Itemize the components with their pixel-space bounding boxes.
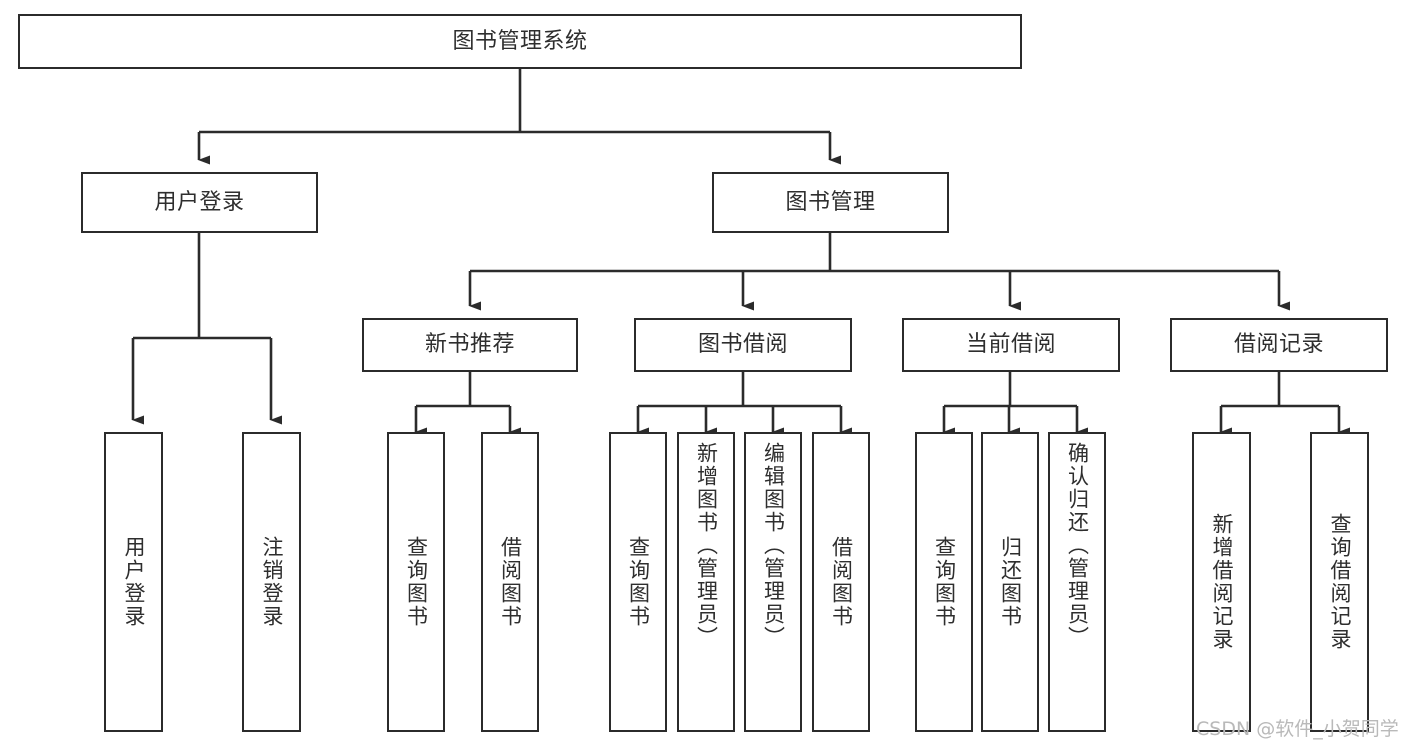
leaf-borrow-record-query[interactable]: 查询借阅记录 xyxy=(1310,432,1369,732)
leaf-book-borrow-query[interactable]: 查询图书 xyxy=(609,432,667,732)
node-label: 归还图书 xyxy=(998,536,1023,628)
node-label: 借阅记录 xyxy=(1233,332,1324,358)
leaf-user-login-signin[interactable]: 用户登录 xyxy=(104,432,163,732)
leaf-borrow-record-add[interactable]: 新增借阅记录 xyxy=(1192,432,1251,732)
node-label: 图书管理系统 xyxy=(452,28,588,54)
node-label: 新增图书（管理员） xyxy=(694,442,719,649)
node-label: 编辑图书（管理员） xyxy=(761,442,786,649)
node-label: 用户登录 xyxy=(154,189,245,215)
node-book-management[interactable]: 图书管理 xyxy=(712,172,949,233)
node-label: 用户登录 xyxy=(121,536,146,628)
node-label: 借阅图书 xyxy=(498,536,523,628)
leaf-new-book-borrow[interactable]: 借阅图书 xyxy=(481,432,539,732)
node-label: 查询图书 xyxy=(932,536,957,628)
leaf-new-book-query[interactable]: 查询图书 xyxy=(387,432,445,732)
node-current-borrow[interactable]: 当前借阅 xyxy=(902,318,1120,372)
leaf-current-borrow-return[interactable]: 归还图书 xyxy=(981,432,1039,732)
node-new-book-recommend[interactable]: 新书推荐 xyxy=(362,318,578,372)
node-label: 新增借阅记录 xyxy=(1209,513,1234,651)
node-label: 当前借阅 xyxy=(965,332,1056,358)
node-label: 注销登录 xyxy=(259,536,284,628)
leaf-current-borrow-query[interactable]: 查询图书 xyxy=(915,432,973,732)
node-book-borrow[interactable]: 图书借阅 xyxy=(634,318,852,372)
leaf-book-borrow-edit-admin[interactable]: 编辑图书（管理员） xyxy=(744,432,802,732)
node-user-login[interactable]: 用户登录 xyxy=(81,172,318,233)
leaf-book-borrow-borrow[interactable]: 借阅图书 xyxy=(812,432,870,732)
node-label: 新书推荐 xyxy=(424,332,515,358)
node-label: 图书管理 xyxy=(785,189,876,215)
node-borrow-record[interactable]: 借阅记录 xyxy=(1170,318,1388,372)
node-label: 确认归还（管理员） xyxy=(1065,442,1090,649)
node-label: 查询图书 xyxy=(626,536,651,628)
node-label: 查询借阅记录 xyxy=(1327,513,1352,651)
leaf-book-borrow-add-admin[interactable]: 新增图书（管理员） xyxy=(677,432,735,732)
leaf-user-login-signout[interactable]: 注销登录 xyxy=(242,432,301,732)
node-label: 图书借阅 xyxy=(697,332,788,358)
node-label: 借阅图书 xyxy=(829,536,854,628)
node-label: 查询图书 xyxy=(404,536,429,628)
leaf-current-borrow-confirm-admin[interactable]: 确认归还（管理员） xyxy=(1048,432,1106,732)
node-root-system[interactable]: 图书管理系统 xyxy=(18,14,1022,69)
